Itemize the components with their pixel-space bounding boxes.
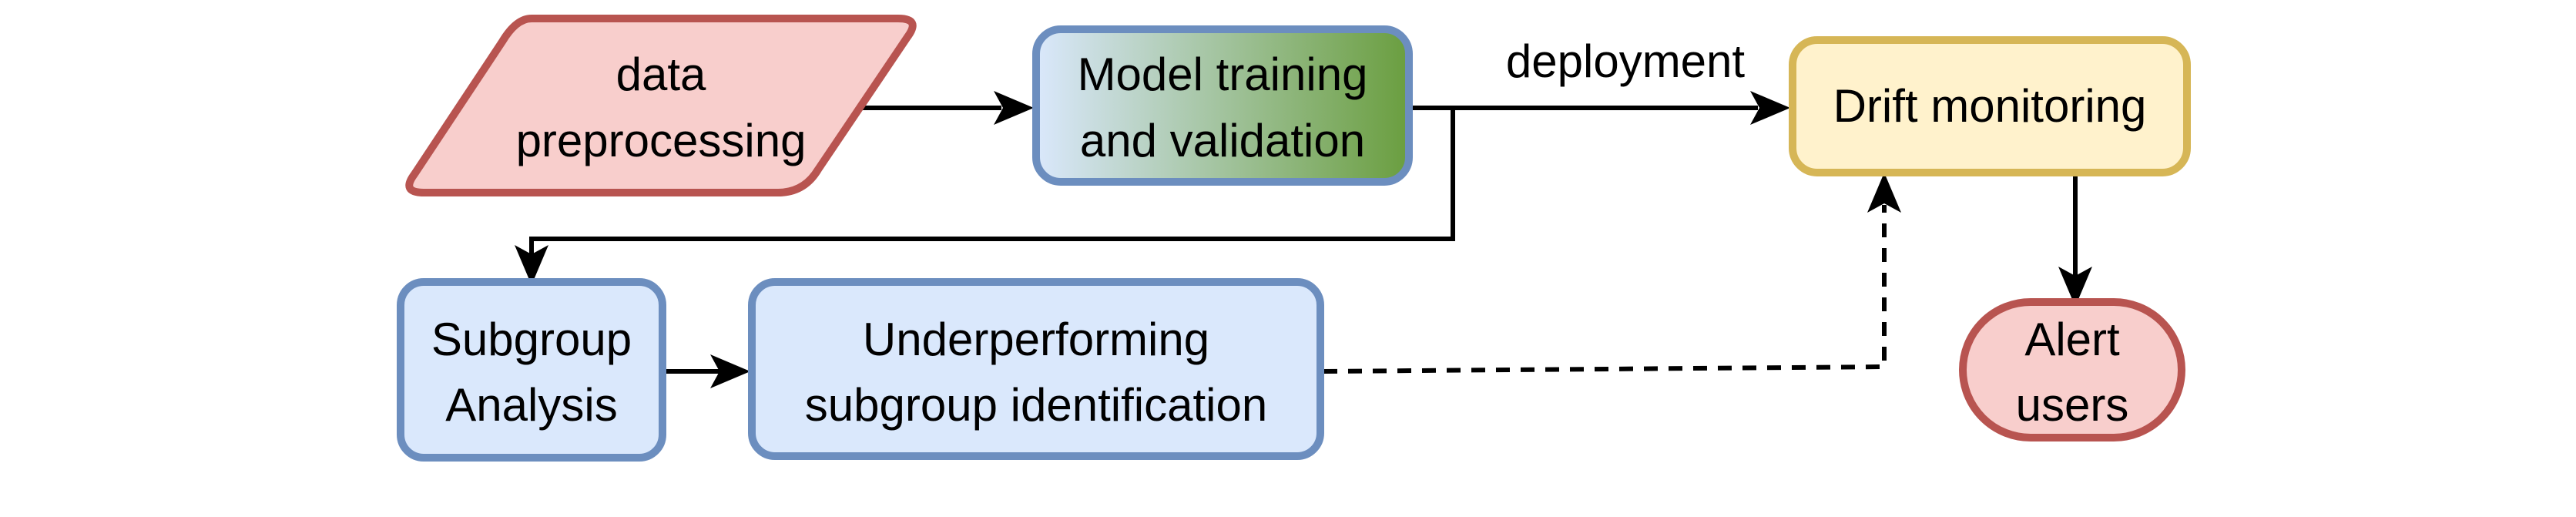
arrowhead-icon	[710, 354, 750, 388]
node-label-line: Analysis	[445, 379, 617, 431]
node-label-line: subgroup identification	[805, 379, 1267, 431]
edge-training-to-subgroup	[515, 108, 1455, 285]
edge-underperforming-to-drift	[1323, 173, 1901, 374]
edge-drift-to-alert	[2058, 176, 2092, 307]
node-label-line: data	[616, 49, 706, 100]
arrowhead-icon	[2058, 267, 2092, 307]
node-drift-monitoring: Drift monitoring	[1789, 36, 2191, 176]
arrowhead-icon	[994, 91, 1034, 125]
edge-preprocessing-to-training	[855, 91, 1034, 125]
node-data-preprocessing: data preprocessing	[405, 15, 917, 196]
arrowhead-icon	[1750, 91, 1790, 125]
node-label-line: Underperforming	[863, 314, 1209, 365]
node-model-training: Model training and validation	[1032, 25, 1413, 186]
node-subgroup-analysis: Subgroup Analysis	[397, 278, 666, 462]
node-label-line: users	[2016, 379, 2129, 431]
arrowhead-icon	[515, 245, 548, 285]
edge-training-to-drift	[1410, 91, 1790, 125]
node-underperforming-subgroup: Underperforming subgroup identification	[748, 278, 1324, 460]
deployment-label: deployment	[1506, 35, 1746, 87]
node-alert-users: Alert users	[1959, 298, 2185, 441]
arrowhead-icon	[1867, 173, 1901, 213]
node-label-line: Subgroup	[431, 314, 632, 365]
node-label-line: Model training	[1078, 49, 1368, 100]
node-label-line: and validation	[1080, 115, 1365, 166]
node-label-line: Drift monitoring	[1833, 80, 2147, 132]
node-label-line: Alert	[2024, 314, 2120, 365]
node-label-line: preprocessing	[516, 115, 807, 166]
edge-subgroup-to-underperforming	[662, 354, 750, 388]
